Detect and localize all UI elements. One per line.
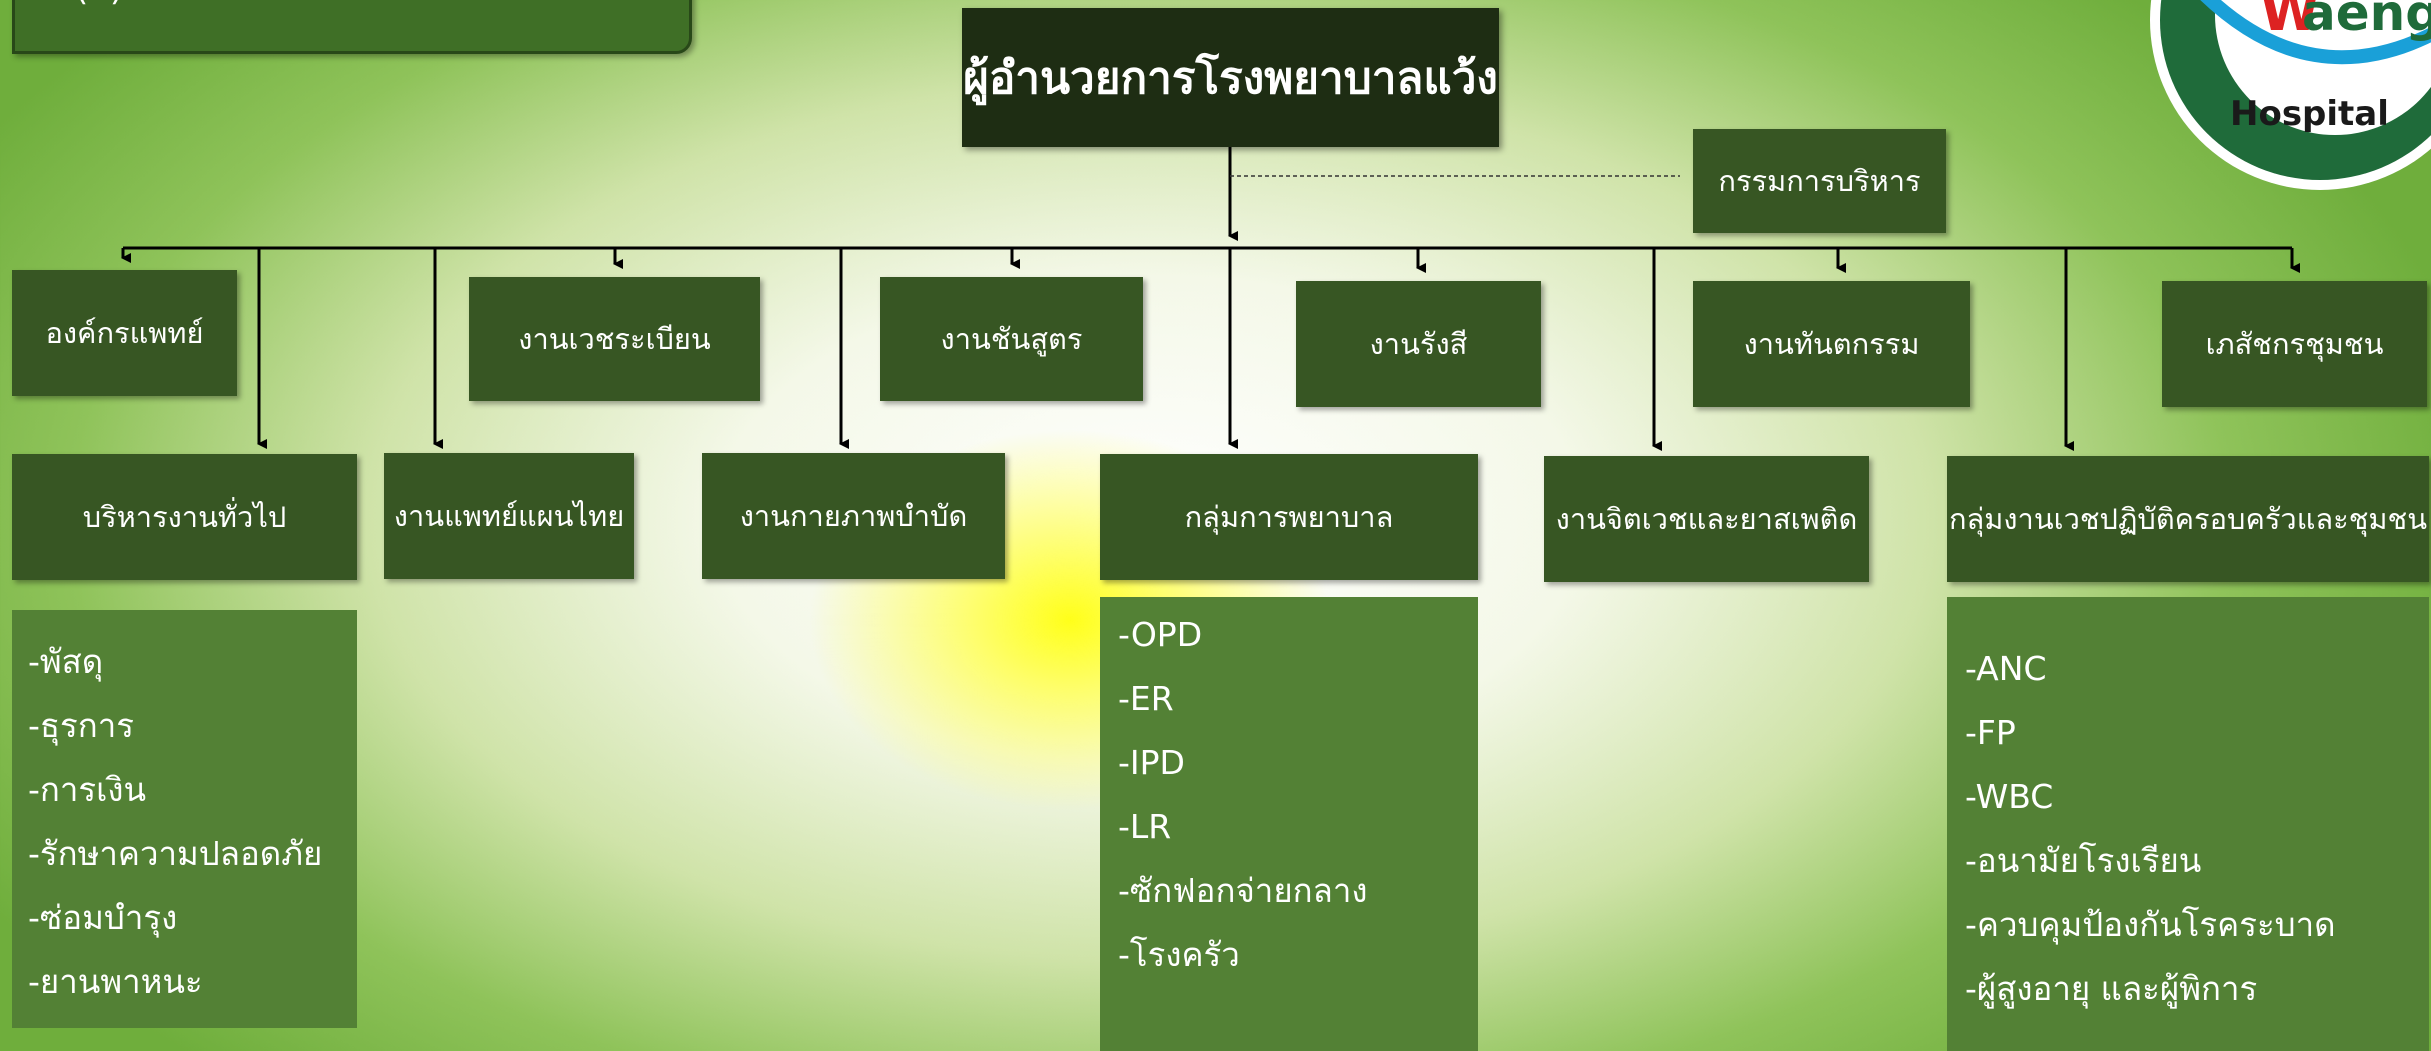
unit-general-admin: บริหารงานทั่วไป <box>12 454 357 580</box>
family-medicine-subunit-list: -ANC -FP -WBC -อนามัยโรงเรียน -ควบคุมป้อ… <box>1947 597 2429 1051</box>
list-item: -IPD <box>1118 743 1185 782</box>
list-item: -ANC <box>1965 649 2047 688</box>
committee-box: กรรมการบริหาร <box>1693 129 1946 233</box>
unit-nursing-group: กลุ่มการพยาบาล <box>1100 454 1478 580</box>
section-title: (๑) โครงสร้างการบริหารโรงพยาบาลแว้ง <box>12 0 692 54</box>
unit-psychiatry: งานจิตเวชและยาสเพติด <box>1544 456 1869 582</box>
list-item: -FP <box>1965 713 2016 752</box>
list-item: -ซักฟอกจ่ายกลาง <box>1118 871 1368 910</box>
unit-thai-traditional-medicine: งานแพทย์แผนไทย <box>384 453 634 579</box>
logo-letter-w: W <box>2260 0 2320 43</box>
nursing-subunit-list: -OPD -ER -IPD -LR -ซักฟอกจ่ายกลาง -โรงคร… <box>1100 597 1478 1051</box>
admin-subunit-list: -พัสดุ -ธุรการ -การเงิน -รักษาความปลอดภั… <box>12 610 357 1028</box>
list-item: -การเงิน <box>28 770 147 809</box>
list-item: -อนามัยโรงเรียน <box>1965 841 2202 880</box>
list-item: -ธุรการ <box>28 706 135 745</box>
list-item: -โรงครัว <box>1118 935 1240 974</box>
list-item: -ควบคุมป้องกันโรคระบาด <box>1965 905 2336 944</box>
list-item: -WBC <box>1965 777 2054 816</box>
unit-medical-staff: องค์กรแพทย์ <box>12 270 237 396</box>
list-item: -รักษาความปลอดภัย <box>28 834 323 873</box>
unit-community-pharmacy: เภสัชกรชุมชน <box>2162 281 2427 407</box>
logo-sub: Hospital <box>2230 94 2389 134</box>
director-box: ผู้อำนวยการโรงพยาบาลแว้ง <box>962 8 1499 147</box>
unit-medical-records: งานเวชระเบียน <box>469 277 760 401</box>
logo-word: aeng <box>2302 0 2431 42</box>
list-item: -ผู้สูงอายุ และผู้พิการ <box>1965 969 2258 1008</box>
unit-laboratory: งานชันสูตร <box>880 277 1143 401</box>
hospital-logo: W aeng Hospital <box>2150 0 2431 190</box>
unit-radiology: งานรังสี <box>1296 281 1541 407</box>
list-item: -OPD <box>1118 615 1203 654</box>
list-item: -ยานพาหนะ <box>28 962 203 1001</box>
unit-physiotherapy: งานกายภาพบำบัด <box>702 453 1005 579</box>
list-item: -ซ่อมบำรุง <box>28 898 178 937</box>
unit-dental: งานทันตกรรม <box>1693 281 1970 407</box>
list-item: -พัสดุ <box>28 642 104 681</box>
unit-family-community-medicine: กลุ่มงานเวชปฏิบัติครอบครัวและชุมชน <box>1947 456 2429 582</box>
list-item: -ER <box>1118 679 1174 718</box>
list-item: -LR <box>1118 807 1172 846</box>
